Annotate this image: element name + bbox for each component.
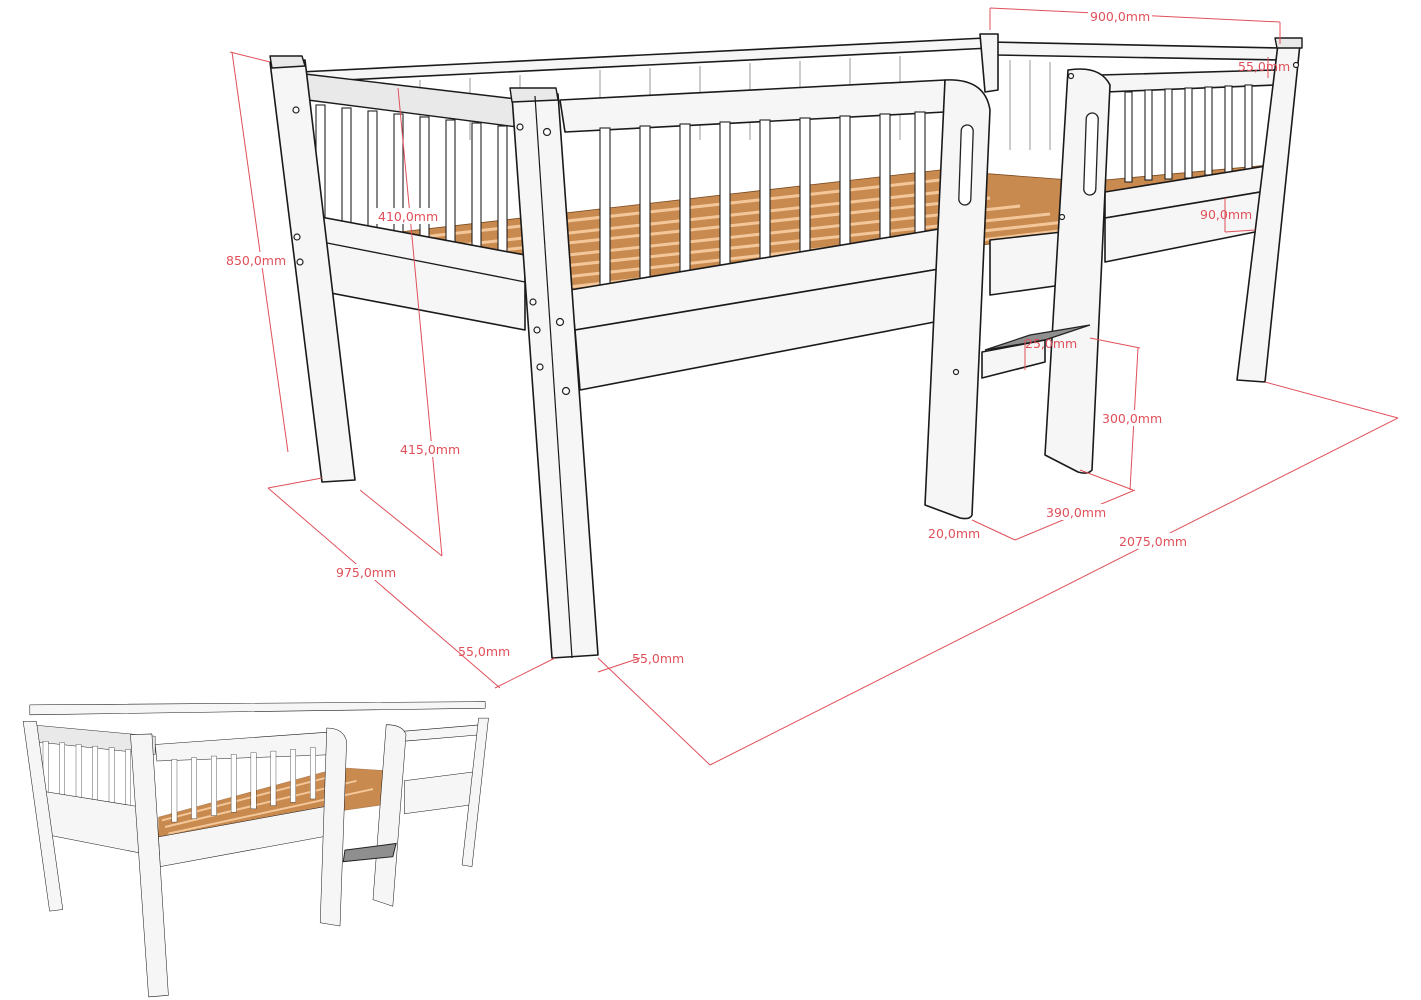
preview-bed-view: [22, 701, 489, 998]
dimension-lines: [229, 7, 1399, 766]
post-back-middle: [979, 33, 999, 93]
main-bed-view: [269, 33, 1303, 659]
dim-ladder-board-thickness: 20,0mm: [928, 526, 980, 541]
foot-spindles: [315, 104, 508, 269]
head-spindles: [1124, 84, 1253, 183]
dim-head-rail-width: 900,0mm: [1090, 9, 1150, 24]
front-spindles: [599, 111, 926, 294]
dimension-labels: 850,0mm 410,0mm 415,0mm 975,0mm 900,0mm …: [224, 8, 1290, 666]
back-right-top-rail: [989, 41, 1281, 61]
dim-overall-height: 850,0mm: [226, 253, 286, 268]
dim-post-depth: 55,0mm: [458, 644, 510, 659]
ladder-left-board: [924, 79, 991, 520]
ladder-gap-board: [989, 231, 1063, 296]
dim-length: 2075,0mm: [1119, 534, 1187, 549]
dim-post-width: 55,0mm: [632, 651, 684, 666]
dim-under-bed-clearance: 415,0mm: [400, 442, 460, 457]
dim-side-board-height: 90,0mm: [1200, 207, 1252, 222]
dim-ladder-step-height: 300,0mm: [1102, 411, 1162, 426]
dim-rail-height: 410,0mm: [378, 209, 438, 224]
bolts: [292, 61, 1300, 396]
dim-ladder-width: 390,0mm: [1046, 505, 1106, 520]
back-top-rail: [299, 37, 991, 83]
dim-post-size-top: 55,0mm: [1238, 59, 1290, 74]
dim-width: 975,0mm: [336, 565, 396, 580]
dim-ladder-step-thickness: 25,0mm: [1025, 336, 1077, 351]
